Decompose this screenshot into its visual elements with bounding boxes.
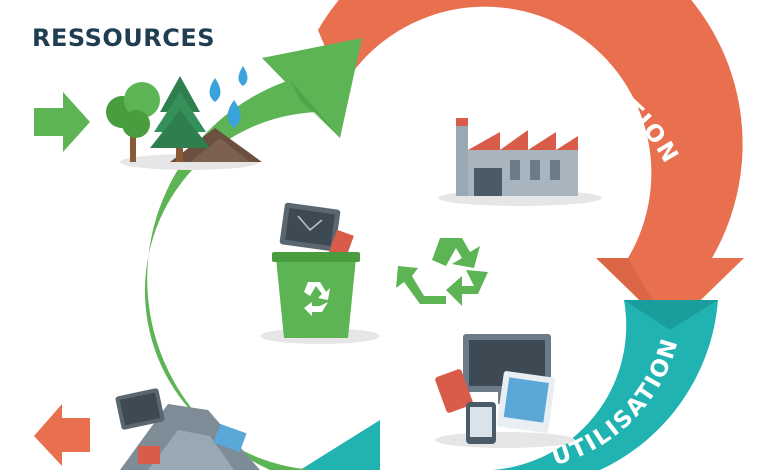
recycle-bin-icon [260,202,380,344]
ressources-title: RESSOURCES [32,24,216,52]
output-arrow-icon [34,404,90,466]
recyclage-arc: RECYCLAGE [144,38,362,471]
waste-pile-icon [115,388,260,470]
water-drops-icon [209,66,248,128]
input-arrow-icon [34,92,90,152]
devices-icon [435,334,575,448]
factory-icon [438,118,602,206]
recycle-symbol-icon [396,238,488,306]
recyclage-label: RECYCLAGE [162,245,236,415]
trees-icon [106,76,262,170]
